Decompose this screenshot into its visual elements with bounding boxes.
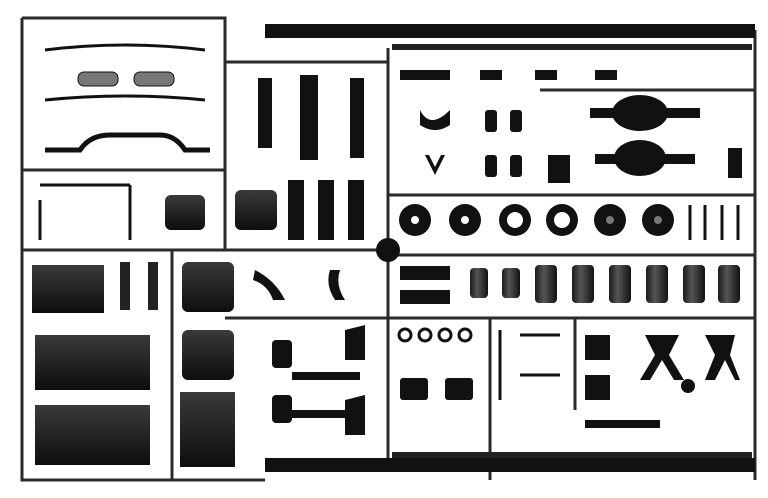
top-rail — [265, 24, 755, 38]
air-tank-row — [400, 265, 740, 304]
bottom-rail — [265, 458, 755, 472]
axle-parts — [44, 43, 210, 153]
fuel-tank — [35, 405, 150, 465]
mirror-part — [165, 195, 205, 230]
mirror-part — [235, 190, 277, 230]
wheel-row — [399, 204, 674, 236]
battery-box — [32, 265, 104, 313]
fuel-tank — [35, 335, 150, 390]
sprue-hub — [376, 238, 400, 262]
